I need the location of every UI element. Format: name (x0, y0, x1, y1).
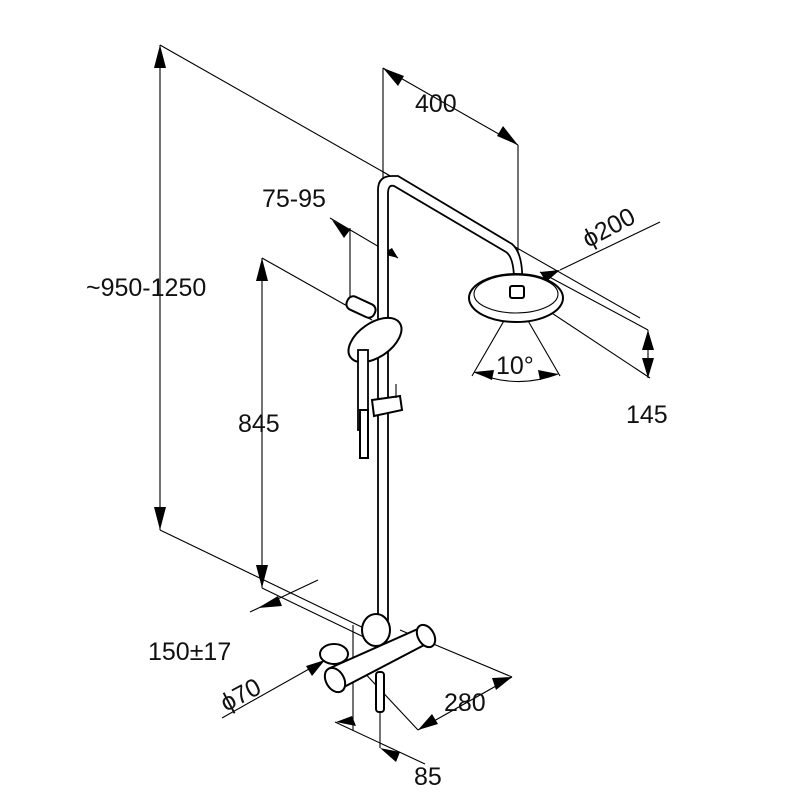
label-head-height: 145 (626, 401, 668, 429)
label-wall-distance: 85 (414, 763, 442, 791)
thermostat-mixer (319, 613, 437, 713)
label-rail-height: 845 (238, 410, 280, 438)
label-total-height: ~950-1250 (86, 274, 206, 302)
shower-column (319, 175, 564, 713)
label-arm-length: 400 (415, 90, 457, 118)
label-spray-angle: 10° (496, 352, 534, 380)
label-mixer-length: 280 (444, 689, 486, 717)
hand-shower (345, 295, 404, 459)
label-holder-range: 75-95 (262, 185, 326, 213)
dimension-labels: 400 75-95 ~950-1250 ϕ200 845 10° 145 150… (86, 90, 668, 791)
dimension-arrows (154, 45, 654, 762)
label-head-diameter: ϕ200 (578, 202, 640, 253)
dimension-lines (159, 44, 661, 765)
label-connection-spacing: 150±17 (148, 638, 231, 666)
label-mixer-diameter: ϕ70 (216, 673, 266, 717)
